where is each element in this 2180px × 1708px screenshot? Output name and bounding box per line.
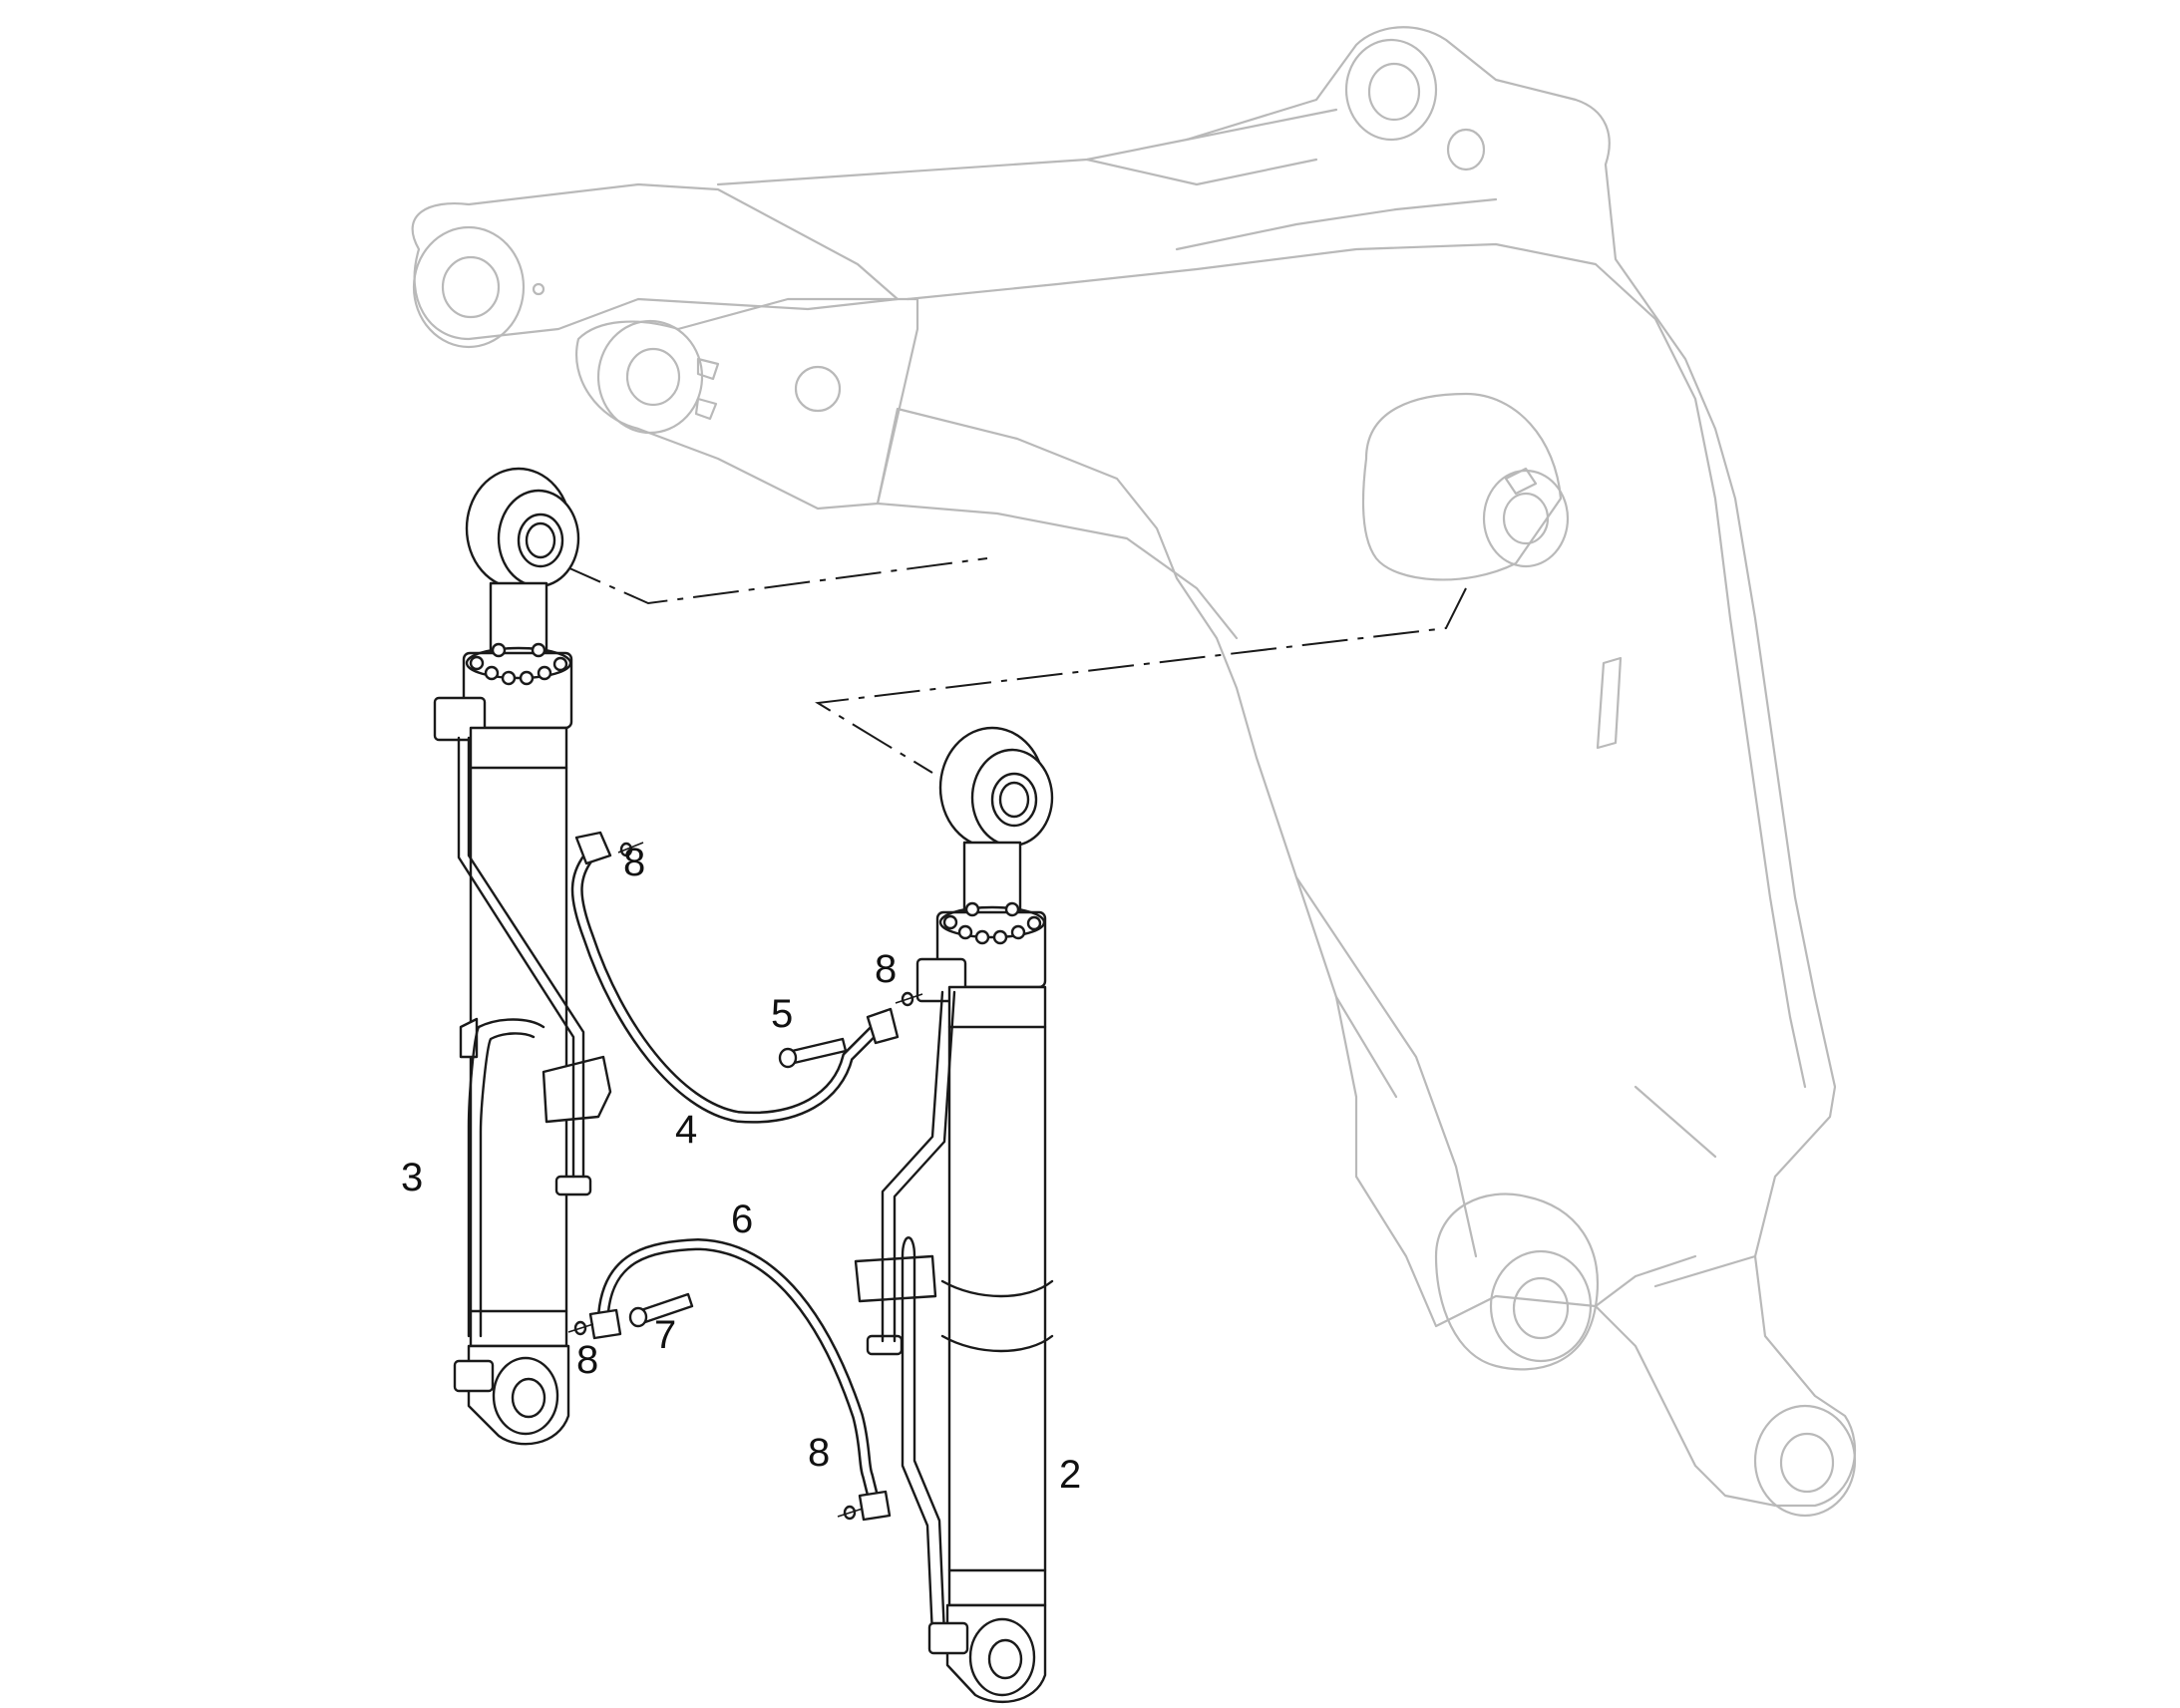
cylinder-2-base-bore bbox=[987, 1638, 1023, 1680]
boom-upper-left-hole-outer bbox=[412, 225, 526, 349]
cylinder-3-base-eye bbox=[492, 1356, 559, 1436]
callout-2: 2 bbox=[1059, 1453, 1081, 1497]
cylinder-3-bypass-tube bbox=[467, 1018, 545, 1338]
boom-lower-left-hole-outer bbox=[596, 319, 704, 435]
hose-6-flange-bottom bbox=[858, 1490, 892, 1522]
cylinder-3-barrel bbox=[469, 726, 568, 1348]
boom-lower-right-hole bbox=[1779, 1432, 1835, 1494]
cylinder-2-steel-tube bbox=[881, 990, 956, 1343]
cylinder-2-clamp-band bbox=[940, 1279, 1054, 1353]
cylinder-2-clamp-foot bbox=[866, 1334, 904, 1356]
cylinder-3-rod-eye-bore bbox=[517, 512, 564, 568]
assembly-centerlines bbox=[557, 557, 1467, 774]
hose-4-body bbox=[570, 852, 884, 1124]
boom-slot bbox=[1596, 656, 1623, 750]
cylinder-2-base-port bbox=[927, 1621, 969, 1655]
cylinder-2-base-eye bbox=[968, 1617, 1036, 1697]
bolt-7 bbox=[628, 1292, 694, 1328]
boom-ridge-1 bbox=[906, 242, 1807, 1089]
boom-upper-left-boss bbox=[411, 182, 900, 341]
callout-8-top: 8 bbox=[623, 841, 645, 884]
boom-lower-left-lobe-hole bbox=[1512, 1276, 1570, 1340]
cylinder-2-rod-eye-bushing bbox=[998, 781, 1030, 819]
cylinder-2-flange-ring bbox=[938, 905, 1046, 939]
centerline-cylinder-2 bbox=[815, 587, 1467, 774]
boom-lower-left-boss bbox=[575, 297, 919, 511]
cylinder-3-base-port bbox=[453, 1359, 495, 1393]
boom-pin-cone bbox=[1361, 392, 1563, 581]
boom-main-beam bbox=[716, 26, 1857, 1508]
hose-4 bbox=[570, 831, 900, 1124]
cylinder-2-bypass-tube bbox=[901, 1236, 946, 1637]
cylinder-2-flange-bolts bbox=[942, 901, 1042, 945]
hose-6-flange-top bbox=[588, 1308, 622, 1340]
hose-6 bbox=[588, 1237, 892, 1522]
boom-ridge-5 bbox=[1294, 875, 1478, 1258]
callout-6: 6 bbox=[731, 1197, 753, 1241]
cylinder-3-flange-ring bbox=[465, 646, 572, 680]
o-ring-8-bottom bbox=[837, 1505, 864, 1521]
boom-top-boss-hole bbox=[1367, 62, 1421, 122]
boom-pin-hole bbox=[1502, 492, 1550, 545]
callout-3: 3 bbox=[401, 1156, 423, 1199]
callout-8-bottom: 8 bbox=[808, 1431, 830, 1475]
cylinder-3-rod-eye-bushing bbox=[525, 521, 556, 559]
cylinder-3-steel-tube bbox=[457, 736, 585, 1179]
boom-lower-left-lobe bbox=[1434, 1193, 1599, 1371]
cylinder-3-flange-bolts bbox=[469, 642, 568, 686]
boom-pin-boss bbox=[1482, 469, 1570, 568]
boom-upper-left-hole bbox=[441, 255, 501, 319]
cylinder-3-clamp-foot bbox=[554, 1175, 592, 1196]
hose-4-flange-top bbox=[574, 831, 612, 865]
cylinder-2-rod-eye-bore bbox=[990, 772, 1038, 828]
boom-frame bbox=[411, 26, 1857, 1518]
hose-4-flange-bottom bbox=[866, 1007, 900, 1045]
boom-top-boss-outer bbox=[1344, 38, 1438, 142]
o-ring-8-mid bbox=[895, 991, 923, 1007]
o-ring-8-left-lower bbox=[567, 1320, 594, 1336]
fasteners bbox=[567, 842, 923, 1521]
cylinder-2 bbox=[854, 726, 1054, 1703]
boom-lower-left-hole bbox=[625, 347, 681, 407]
callout-8-mid: 8 bbox=[875, 947, 897, 991]
boom-ridge-6 bbox=[1594, 1085, 1757, 1308]
callouts: 8 8 5 4 3 6 7 8 8 2 bbox=[401, 841, 1081, 1497]
bolt-5 bbox=[778, 1037, 848, 1069]
boom-ridge-3 bbox=[1085, 108, 1338, 186]
boom-lower-right-hole-outer bbox=[1753, 1404, 1857, 1518]
boom-link-lug bbox=[694, 357, 720, 421]
callout-7: 7 bbox=[654, 1313, 676, 1357]
boom-ridge-4 bbox=[1175, 197, 1498, 251]
boom-lower-left-lobe-hole-outer bbox=[1489, 1249, 1593, 1363]
boom-small-hole bbox=[532, 282, 545, 296]
boom-pin-keeper bbox=[1504, 467, 1538, 496]
hose-6-body bbox=[597, 1237, 879, 1502]
cylinder-3 bbox=[433, 467, 612, 1446]
cylinder-3-base-bore bbox=[511, 1377, 546, 1419]
o-ring-8-top-left bbox=[617, 842, 644, 857]
callout-4: 4 bbox=[675, 1108, 697, 1152]
callout-8-left-lower: 8 bbox=[576, 1338, 598, 1382]
centerline-cylinder-3 bbox=[557, 557, 988, 605]
boom-ridge-2 bbox=[876, 502, 1239, 640]
boom-link-pin-hole bbox=[794, 365, 842, 413]
callout-5: 5 bbox=[771, 992, 793, 1036]
boom-top-small-hole bbox=[1446, 128, 1486, 171]
